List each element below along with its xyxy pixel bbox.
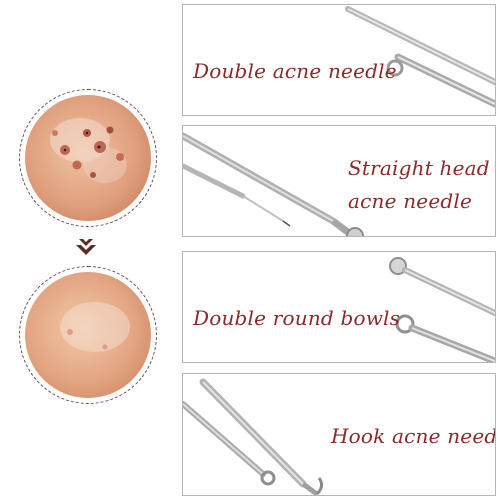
- double-acne-needle-panel: Double acne needle: [182, 4, 496, 116]
- clear-skin-after: [25, 272, 151, 398]
- straight-head-label-line2: acne needle: [348, 189, 472, 213]
- hook-acne-needle-image: [183, 378, 324, 495]
- down-arrow-icon: [76, 239, 96, 255]
- acne-skin-before: [25, 95, 151, 221]
- before-after-illustration: [0, 0, 180, 500]
- double-round-bowls-label: Double round bowls: [193, 306, 401, 330]
- straight-head-acne-needle-image: [183, 132, 364, 236]
- straight-head-acne-needle-panel: Straight head acne needle: [182, 125, 496, 237]
- double-round-bowls-panel: Double round bowls: [182, 251, 496, 363]
- hook-acne-needle-panel: Hook acne needle: [182, 373, 496, 496]
- straight-head-label-line1: Straight head: [348, 156, 490, 180]
- double-acne-needle-label: Double acne needle: [193, 59, 397, 83]
- hook-acne-needle-label: Hook acne needle: [331, 424, 495, 448]
- after-skin-circle: [19, 266, 157, 404]
- before-skin-circle: [19, 89, 157, 227]
- double-acne-needle-image: [345, 6, 495, 108]
- double-round-bowls-image: [389, 257, 495, 362]
